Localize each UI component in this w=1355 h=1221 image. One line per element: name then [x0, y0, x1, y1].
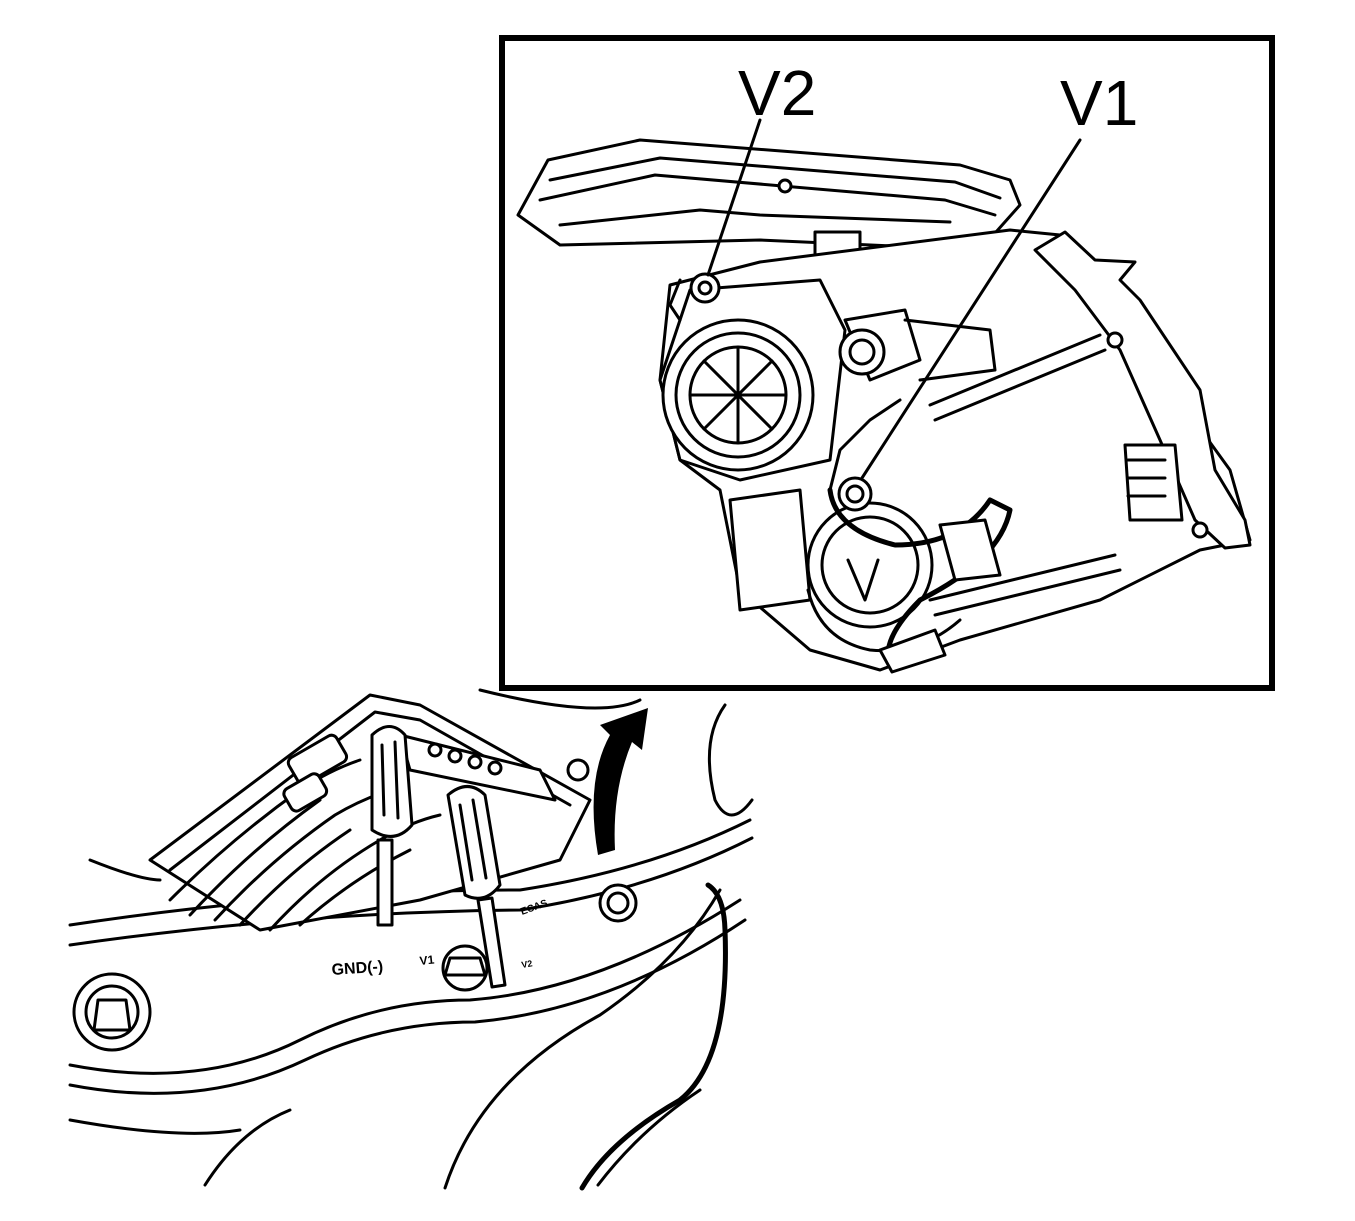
- bolt-center: [441, 944, 489, 992]
- v2-housing-label: V2: [521, 958, 534, 970]
- bolt-left: [72, 972, 152, 1052]
- eco-label: ECAS: [519, 898, 549, 918]
- v2-callout: V2: [738, 57, 816, 129]
- headlamp-detail-inset: V2 V1: [499, 35, 1275, 691]
- leveling-motor: [838, 308, 922, 382]
- v2-leader-line: [706, 118, 762, 277]
- v1-leader-line: [860, 138, 1082, 480]
- gnd-label: GND(-): [331, 958, 384, 979]
- rotation-arrow: [593, 708, 648, 855]
- screwdriver-v1: [370, 725, 414, 927]
- bolt-right: [598, 883, 638, 923]
- adjuster-v2: [668, 272, 721, 322]
- upper-lamp-cap: [661, 318, 815, 472]
- lower-lamp-socket: [728, 488, 934, 629]
- vehicle-front-view: GND(-) V1 V2 ECAS: [68, 688, 754, 1191]
- screwdriver-v2: [446, 785, 507, 989]
- v1-housing-label: V1: [419, 952, 435, 967]
- adjuster-v1: [828, 398, 902, 512]
- v1-callout: V1: [1060, 67, 1138, 139]
